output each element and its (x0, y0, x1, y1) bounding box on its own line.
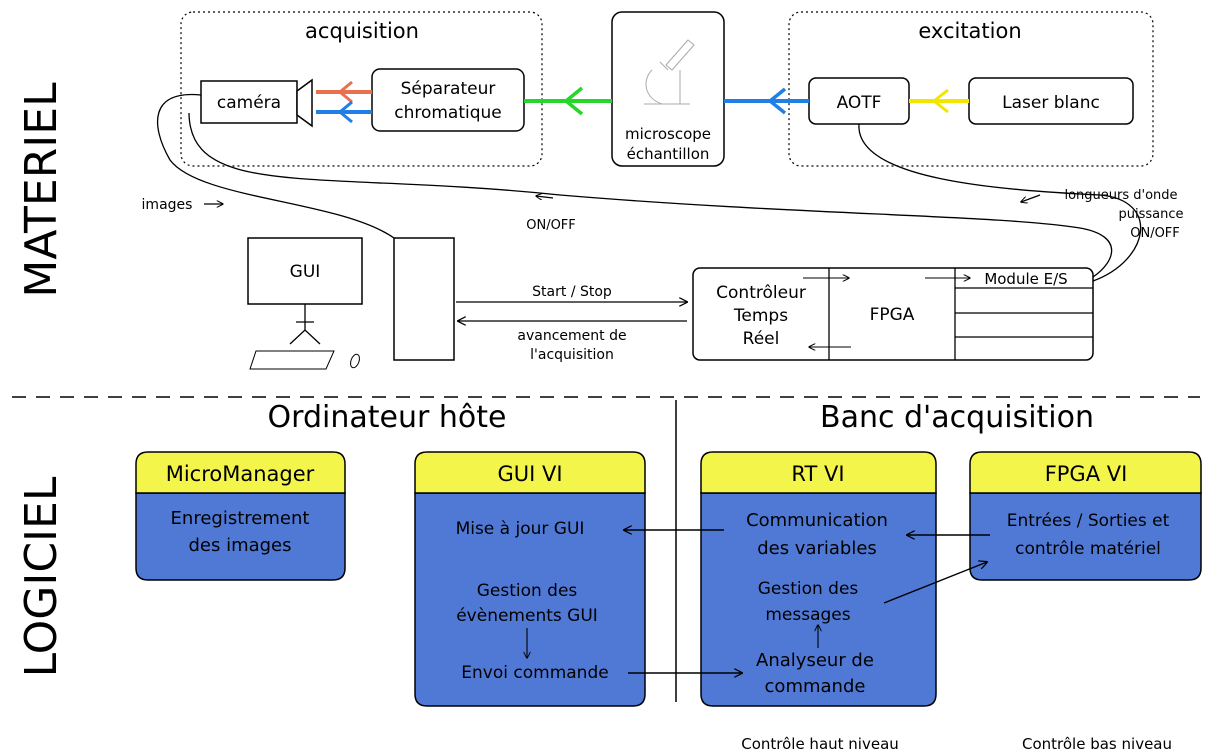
separator-label-2: chromatique (394, 103, 502, 123)
yellow-beam-arrow (931, 88, 949, 114)
rt-vi-body (700, 492, 937, 707)
gui-vi-title: GUI VI (497, 462, 562, 486)
blue-beam-arrow (337, 100, 353, 124)
controller-label-1: Contrôleur (716, 283, 806, 303)
fpga-vi-text-1: Entrées / Sorties et (1007, 511, 1170, 531)
images-label: images (142, 197, 193, 213)
aotf-label: AOTF (837, 93, 882, 113)
micromanager-text-1: Enregistrement (171, 508, 310, 529)
micromanager-text-2: des images (188, 535, 291, 556)
gui-monitor (247, 237, 363, 305)
rt-analyzer-text-2: commande (765, 676, 866, 697)
monitor-stand (289, 304, 321, 345)
bench-title: Banc d'acquisition (820, 400, 1094, 435)
onoff-cable (188, 112, 1113, 278)
micromanager-header (135, 451, 346, 494)
laser-label: Laser blanc (1002, 93, 1100, 113)
onoff-label: ON/OFF (526, 218, 576, 233)
excitation-blue-arrow (767, 87, 787, 115)
gui-vi-header (414, 451, 646, 494)
fpga-vi-text-2: contrôle matériel (1015, 539, 1161, 559)
fpga-vi-block: FPGA VI Entrées / Sorties et contrôle ma… (969, 451, 1202, 581)
rt-messages-text-1: Gestion des (758, 579, 859, 599)
camera-label: caméra (217, 93, 281, 113)
excitation-group-label: excitation (918, 19, 1021, 43)
controller-label-3: Réel (743, 329, 780, 349)
progress-label-2: l'acquisition (530, 347, 614, 363)
fpga-vi-header (969, 451, 1202, 494)
hardware-side-label: MATERIEL (16, 82, 67, 298)
microscope-icon (644, 39, 695, 105)
rt-vi-block: RT VI Communication des variables Gestio… (700, 451, 937, 707)
high-level-label: Contrôle haut niveau (741, 735, 899, 753)
aotf-arrow (1021, 194, 1041, 202)
micromanager-title: MicroManager (166, 462, 315, 486)
separator-label-1: Séparateur (401, 79, 496, 99)
gui-update-text: Mise à jour GUI (456, 519, 585, 539)
rt-vi-header (700, 451, 937, 494)
acquisition-group-label: acquisition (305, 19, 419, 43)
laser-params-label-2: puissance (1119, 207, 1184, 222)
laser-params-label-1: longueurs d'onde (1064, 188, 1177, 203)
keyboard (249, 350, 335, 370)
gui-events-text-1: Gestion des (477, 581, 578, 601)
progress-label-1: avancement de (517, 328, 626, 344)
images-cable (157, 93, 395, 239)
fpga-vi-title: FPGA VI (1045, 462, 1128, 486)
messages-to-fpga-arrow (883, 562, 987, 604)
laser-params-label-3: ON/OFF (1130, 226, 1180, 241)
gui-vi-body (414, 492, 646, 707)
rt-messages-text-2: messages (765, 605, 850, 625)
pc-tower (393, 237, 455, 361)
fpga-label: FPGA (870, 305, 915, 325)
fpga-vi-body (969, 492, 1202, 581)
gui-monitor-label: GUI (290, 262, 321, 282)
microscope-box (611, 11, 725, 167)
gui-events-text-2: évènements GUI (456, 606, 598, 626)
excitation-group (788, 11, 1154, 167)
camera-box (200, 80, 298, 124)
gui-vi-block: GUI VI Mise à jour GUI Gestion des évène… (414, 451, 646, 707)
low-level-label: Contrôle bas niveau (1022, 735, 1172, 753)
rt-comm-text-1: Communication (746, 510, 888, 531)
camera-lens (296, 78, 313, 128)
rt-analyzer-text-1: Analyseur de (756, 650, 874, 671)
controller-label-2: Temps (733, 306, 788, 326)
aotf-cable (858, 123, 1142, 282)
rt-comm-text-2: des variables (757, 538, 877, 559)
micromanager-body (135, 492, 346, 581)
microscope-label-1: microscope (625, 125, 711, 143)
acquisition-group (180, 11, 543, 167)
start-stop-label: Start / Stop (532, 284, 612, 300)
gui-send-text: Envoi commande (461, 663, 608, 683)
rt-vi-title: RT VI (791, 462, 844, 486)
micromanager-block: MicroManager Enregistrement des images (135, 451, 346, 581)
red-beam-arrow (337, 80, 353, 104)
onoff-arrow (536, 196, 554, 198)
mouse (350, 353, 360, 369)
software-side-label: LOGICIEL (16, 476, 67, 677)
green-beam-arrow (563, 86, 584, 116)
module-label: Module E/S (984, 270, 1067, 288)
host-title: Ordinateur hôte (268, 400, 507, 435)
microscope-label-2: échantillon (627, 145, 710, 163)
